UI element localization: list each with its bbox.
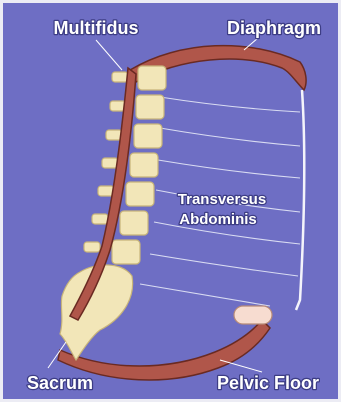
vertebra: [134, 124, 162, 148]
vertebra: [138, 66, 166, 90]
label-sacrum: Sacrum: [27, 373, 93, 393]
label-diaphragm: Diaphragm: [227, 18, 321, 38]
pubic-bone: [234, 306, 272, 324]
label-transversus-line1: Transversus: [178, 191, 266, 208]
spinous-process: [102, 158, 118, 168]
vertebra: [120, 211, 148, 235]
vertebra: [136, 95, 164, 119]
label-multifidus: Multifidus: [54, 18, 139, 38]
spinous-process: [112, 72, 128, 82]
vertebra: [130, 153, 158, 177]
label-transversus-line2: Abdominis: [179, 211, 257, 228]
spinous-process: [92, 214, 108, 224]
vertebra: [126, 182, 154, 206]
spinous-process: [84, 242, 100, 252]
label-pelvic-floor: Pelvic Floor: [217, 373, 319, 393]
vertebra: [112, 240, 140, 264]
